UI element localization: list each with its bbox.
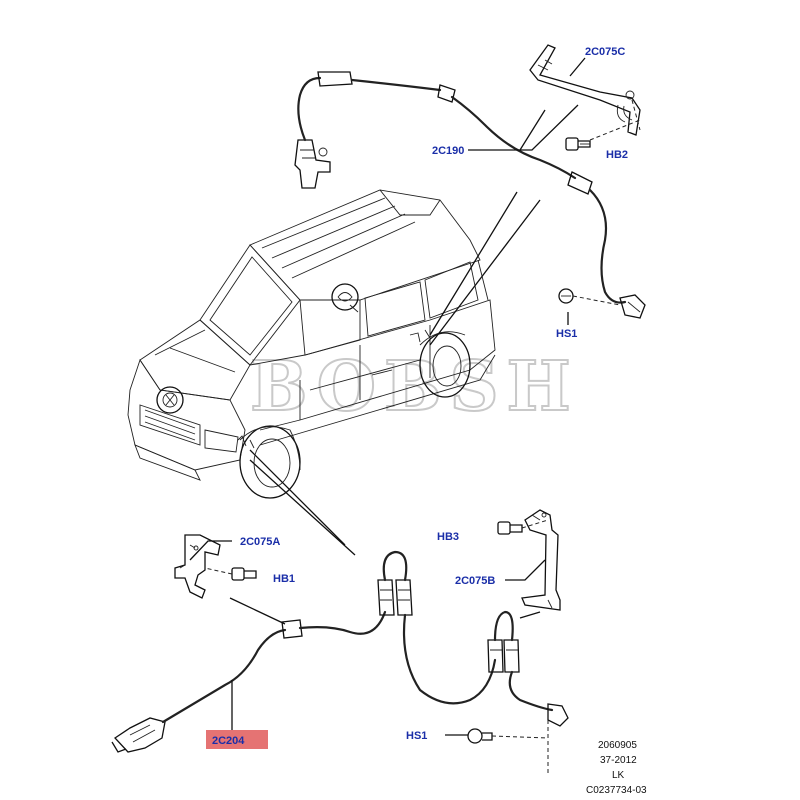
label-hb1: HB1	[273, 573, 295, 585]
label-2c075a: 2C075A	[240, 536, 280, 548]
ref-line-1: 2060905	[598, 740, 637, 751]
rear-sensor-2c190	[294, 44, 646, 325]
bolt-hs1-top	[558, 288, 621, 306]
bolt-hb3	[497, 519, 549, 535]
bolt-hs1-bottom	[467, 720, 549, 775]
label-hs1-bottom: HS1	[406, 730, 427, 742]
label-hs1-top: HS1	[556, 328, 577, 340]
bolt-hb2	[565, 137, 591, 151]
front-sensor-2c204	[111, 509, 569, 775]
ref-line-2: 37-2012	[600, 755, 637, 766]
label-2c075c: 2C075C	[585, 46, 625, 58]
bolt-hb1	[204, 567, 257, 581]
watermark: BOBSH	[250, 347, 579, 427]
label-hb2: HB2	[606, 149, 628, 161]
ref-line-3: LK	[612, 770, 625, 781]
label-2c190: 2C190	[432, 145, 464, 157]
label-2c204: 2C204	[212, 735, 245, 747]
ref-line-4: C0237734-03	[586, 785, 647, 796]
label-2c204-highlight	[206, 730, 268, 749]
vehicle-illustration	[127, 189, 496, 499]
label-2c075b: 2C075B	[455, 575, 495, 587]
label-hb3: HB3	[437, 531, 459, 543]
